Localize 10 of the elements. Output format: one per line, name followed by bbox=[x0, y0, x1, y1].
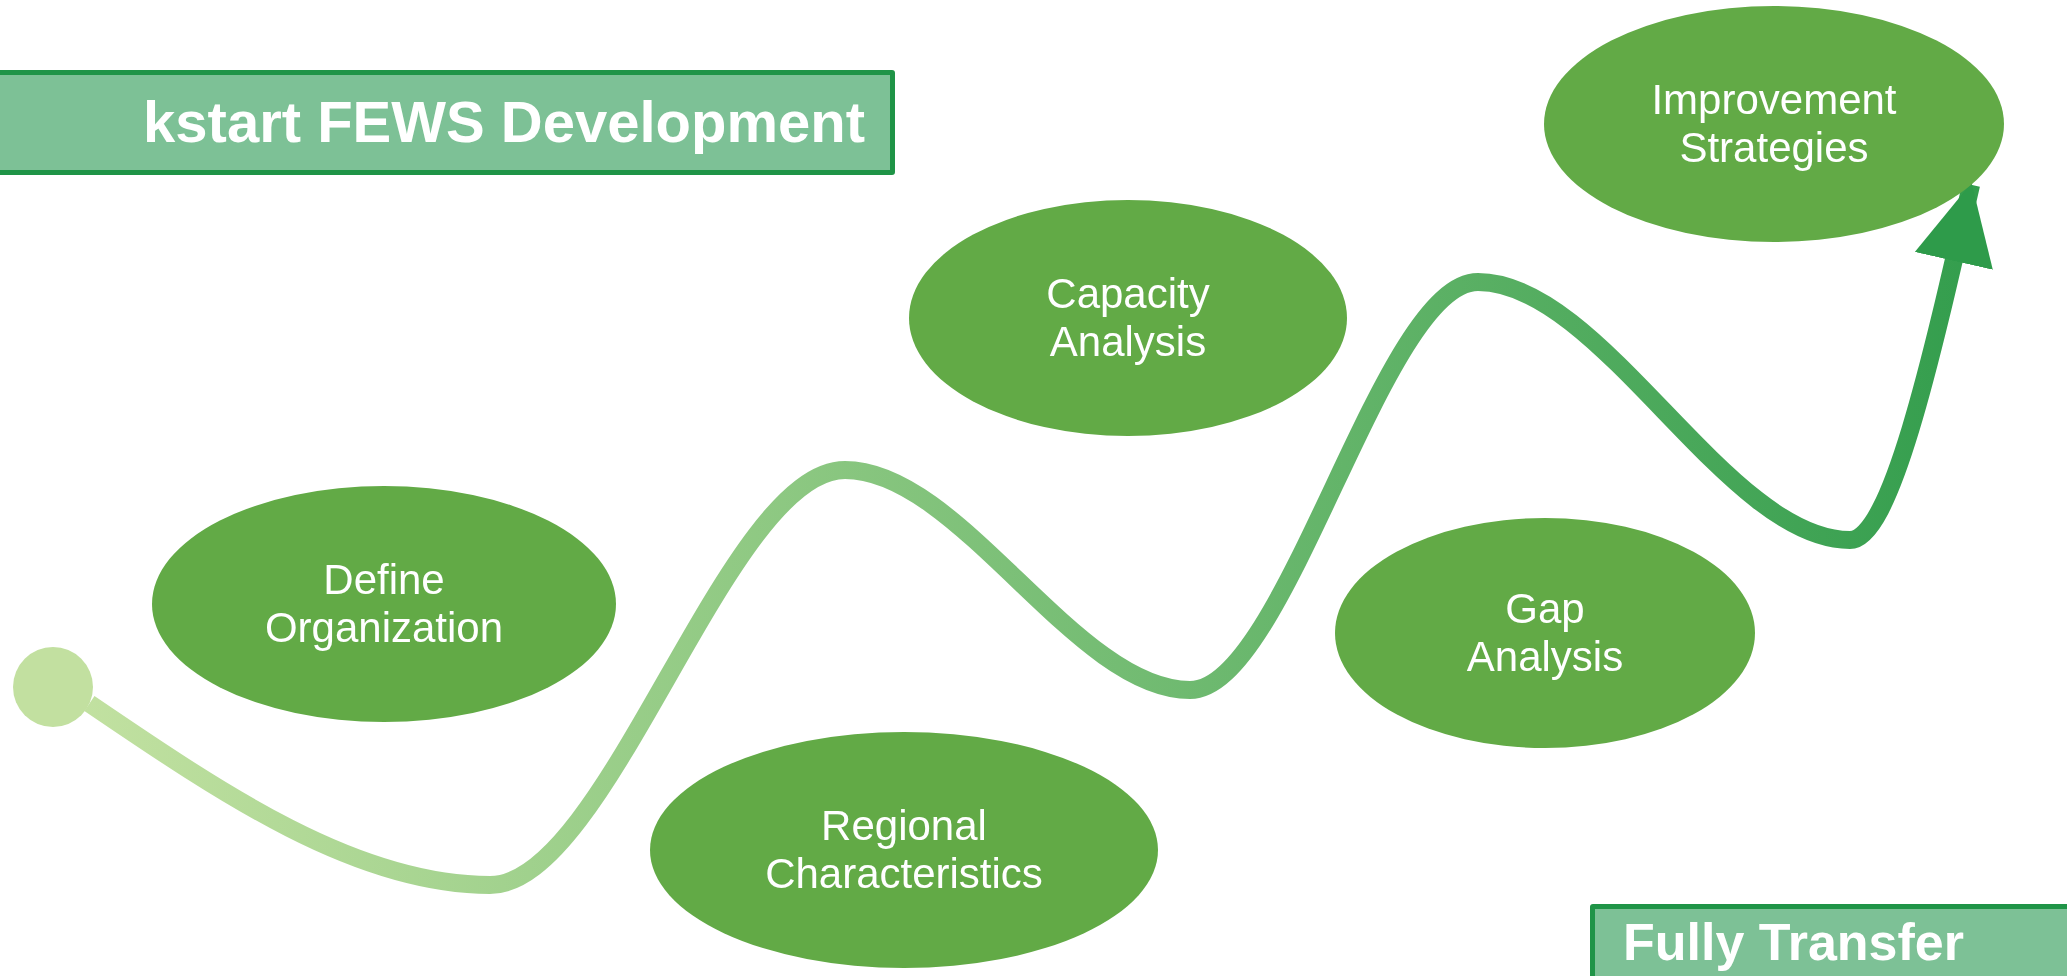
banner-title: Fully Transfer bbox=[1623, 915, 1964, 970]
banner-title: kstart FEWS Development bbox=[143, 92, 865, 153]
step-label: Gap Analysis bbox=[1465, 584, 1625, 682]
step-label: Capacity Analysis bbox=[1045, 269, 1211, 367]
curved-arrow bbox=[84, 182, 1993, 894]
banner-box bbox=[0, 70, 895, 175]
step-label: Regional Characteristics bbox=[764, 801, 1044, 899]
step-label: Improvement Strategies bbox=[1650, 75, 1898, 173]
step-label: Define Organization bbox=[263, 555, 505, 653]
banner-box bbox=[1590, 904, 2067, 976]
